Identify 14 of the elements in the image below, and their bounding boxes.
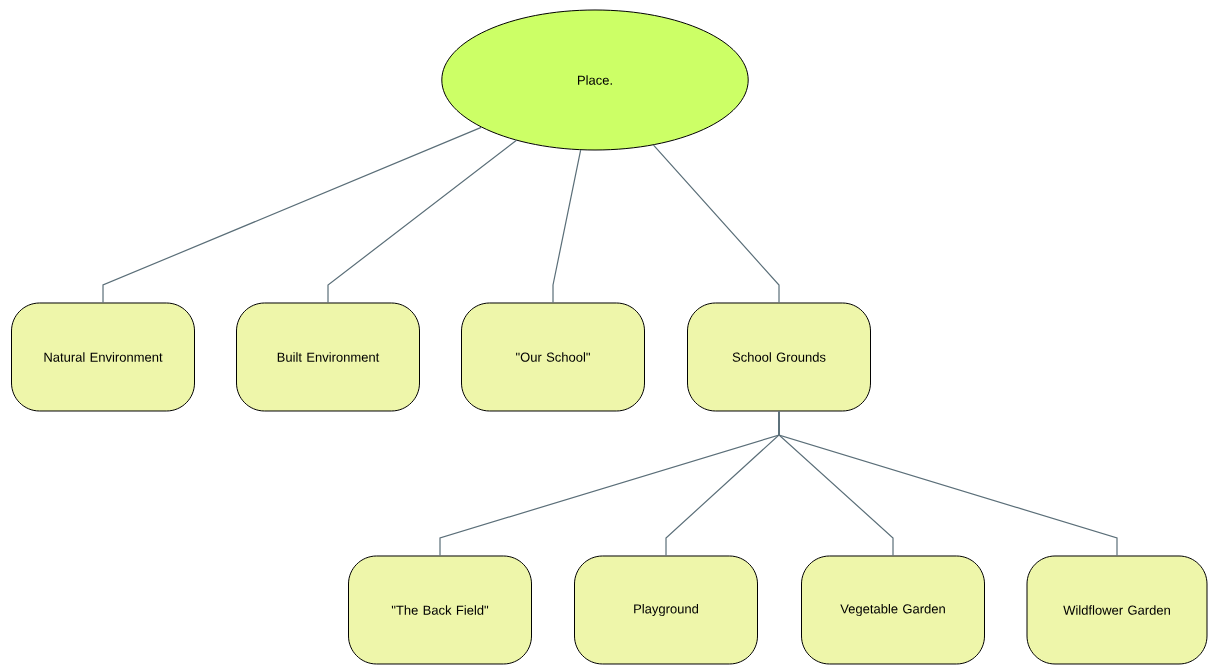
- connector-line: [327, 139, 517, 304]
- ellipse-node: Place.: [441, 9, 749, 151]
- connector-line: [652, 144, 780, 304]
- rounded-box: Built Environment: [236, 302, 420, 412]
- rounded-box: School Grounds: [687, 302, 871, 412]
- connector-line: [778, 410, 1118, 557]
- rounded-box: Playground: [574, 555, 758, 665]
- rounded-box: "Our School": [461, 302, 645, 412]
- connector-line: [552, 149, 582, 304]
- rounded-box: "The Back Field": [348, 555, 532, 665]
- rounded-box: Natural Environment: [11, 302, 195, 412]
- connector-line: [102, 126, 482, 304]
- rounded-box: Wildflower Garden: [1026, 555, 1208, 665]
- rounded-box: Vegetable Garden: [801, 555, 985, 665]
